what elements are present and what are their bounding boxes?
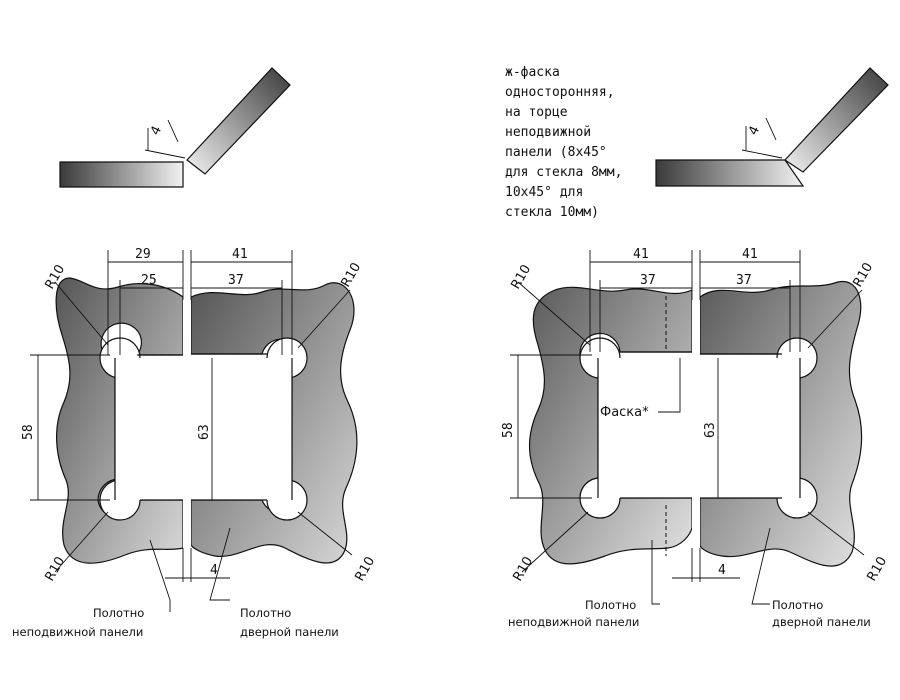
dim-h-center: 63 bbox=[197, 424, 212, 440]
dim-gap-bottom-r: 4 bbox=[718, 563, 726, 578]
label-fixed-2-r: неподвижной панели bbox=[508, 615, 639, 629]
note-line-7: 10x45° для bbox=[505, 185, 583, 200]
radius-bl-r: R10 bbox=[510, 554, 536, 584]
radius-tr: R10 bbox=[338, 260, 364, 290]
note-line-5: панели (8x45° bbox=[505, 145, 607, 160]
dim-h-left-r: 58 bbox=[501, 422, 516, 438]
note-line-1: ж-фаска bbox=[505, 65, 560, 80]
dim-h-left: 58 bbox=[21, 424, 36, 440]
dim-w-outer-right-r: 41 bbox=[742, 247, 758, 262]
note-line-8: стекла 10мм) bbox=[505, 205, 599, 220]
fixed-glass-chamfered bbox=[655, 159, 805, 187]
label-fixed-1-r: Полотно bbox=[585, 598, 636, 612]
plate-drawing-left: 29 25 41 37 58 63 4 R10 R10 R10 bbox=[12, 247, 378, 639]
note-line-4: неподвижной bbox=[505, 125, 591, 140]
note-line-2: односторонняя, bbox=[505, 85, 615, 100]
label-door-1: Полотно bbox=[240, 606, 291, 620]
radius-br: R10 bbox=[352, 554, 378, 584]
dim-w-inner-right: 37 bbox=[228, 273, 244, 288]
gap-top-label-right: 4 bbox=[746, 124, 763, 138]
note-line-3: на торце bbox=[505, 105, 568, 120]
dim-w-outer-left-r: 41 bbox=[633, 247, 649, 262]
fixed-panel-plate bbox=[55, 277, 184, 564]
radius-bl: R10 bbox=[42, 554, 68, 584]
radius-tr-r: R10 bbox=[850, 260, 876, 290]
radius-br-r: R10 bbox=[864, 554, 890, 584]
dim-h-center-r: 63 bbox=[703, 422, 718, 438]
label-fixed-1: Полотно bbox=[93, 606, 144, 620]
dim-w-inner-right-r: 37 bbox=[736, 273, 752, 288]
label-door-1-r: Полотно bbox=[772, 598, 823, 612]
plate-drawing-right: 41 37 41 37 58 63 Фаска* 4 R10 R10 bbox=[501, 247, 890, 629]
door-glass-section-right bbox=[784, 67, 889, 173]
joint-detail-left: 4 bbox=[59, 67, 291, 188]
chamfer-note: ж-фаска односторонняя, на торце неподвиж… bbox=[505, 65, 622, 220]
gap-top-label: 4 bbox=[148, 124, 165, 138]
dim-w-inner-left-r: 37 bbox=[640, 273, 656, 288]
fixed-glass-section bbox=[59, 161, 184, 188]
dim-gap-bottom: 4 bbox=[210, 563, 218, 578]
label-door-2: дверной панели bbox=[240, 625, 339, 639]
label-door-2-r: дверной панели bbox=[772, 615, 871, 629]
note-line-6: для стекла 8мм, bbox=[505, 165, 622, 180]
dim-w-inner-left: 25 bbox=[141, 273, 157, 288]
dim-w-outer-right: 41 bbox=[232, 247, 248, 262]
dim-w-outer-left: 29 bbox=[135, 247, 151, 262]
door-glass-section bbox=[186, 67, 291, 175]
joint-detail-right: 4 bbox=[655, 67, 889, 187]
radius-tl-r: R10 bbox=[508, 262, 534, 292]
label-fixed-2: неподвижной панели bbox=[12, 625, 143, 639]
chamfer-callout: Фаска* bbox=[600, 405, 649, 420]
